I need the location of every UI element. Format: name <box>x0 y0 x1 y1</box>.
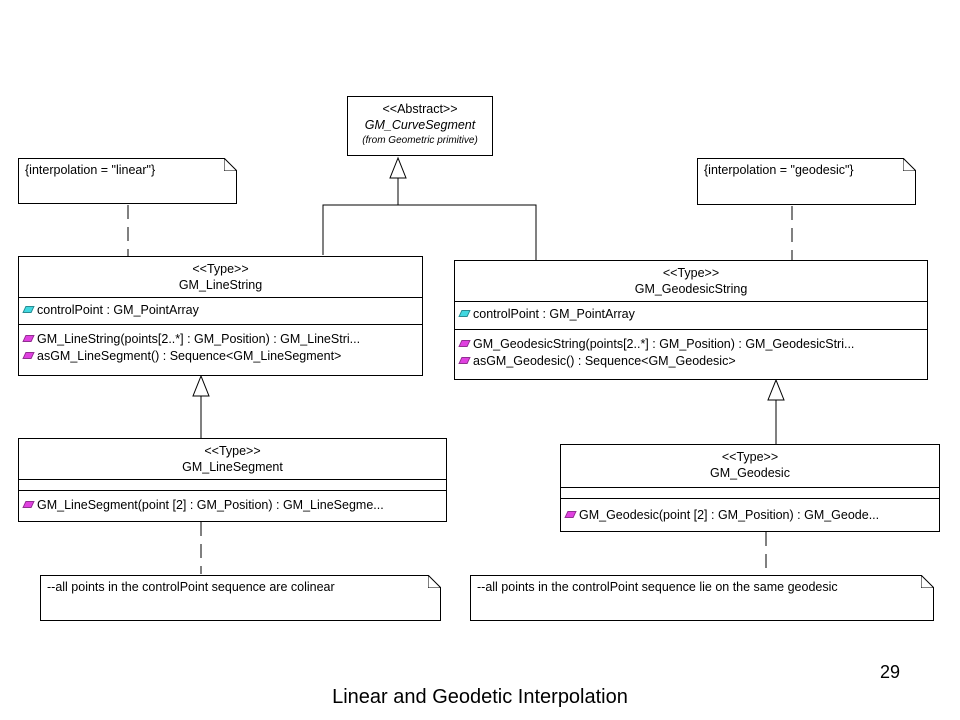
generalization-arrow-geodesicstring <box>767 378 785 401</box>
operation-constructor: GM_Geodesic(point [2] : GM_Position) : G… <box>561 507 939 524</box>
stereotype-label: <<Type>> <box>204 444 261 458</box>
note-same-geodesic: --all points in the controlPoint sequenc… <box>470 575 934 621</box>
operation-constructor: GM_GeodesicString(points[2..*] : GM_Posi… <box>455 336 927 353</box>
attribute-controlpoint: controlPoint : GM_PointArray <box>455 306 927 323</box>
class-name: GM_GeodesicString <box>634 282 748 296</box>
stereotype-label: <<Abstract>> <box>382 102 458 116</box>
slide-title: Linear and Geodetic Interpolation <box>332 686 628 708</box>
operation-icon <box>22 352 35 359</box>
note-text: --all points in the controlPoint sequenc… <box>477 580 838 594</box>
operation-icon <box>458 357 471 364</box>
note-colinear: --all points in the controlPoint sequenc… <box>40 575 441 621</box>
generalization-arrow-curvesegment <box>389 156 407 179</box>
note-fold-icon <box>428 575 441 588</box>
operation-constructor: GM_LineString(points[2..*] : GM_Position… <box>19 331 422 348</box>
package-label: (from Geometric primitive) <box>362 135 478 146</box>
class-name: GM_Geodesic <box>710 466 790 480</box>
operation-icon <box>22 501 35 508</box>
class-name: GM_LineString <box>178 278 263 292</box>
attribute-icon <box>458 310 471 317</box>
attribute-icon <box>22 306 35 313</box>
page-number: 29 <box>880 662 901 682</box>
class-gm-linesegment[interactable]: <<Type>> GM_LineSegment GM_LineSegment(p… <box>18 438 447 522</box>
operation-constructor: GM_LineSegment(point [2] : GM_Position) … <box>19 497 446 514</box>
generalization-line-linestring <box>322 204 537 260</box>
attribute-controlpoint: controlPoint : GM_PointArray <box>19 302 422 319</box>
operation-icon <box>564 511 577 518</box>
class-gm-geodesicstring[interactable]: <<Type>> GM_GeodesicString controlPoint … <box>454 260 928 380</box>
note-text: --all points in the controlPoint sequenc… <box>47 580 335 594</box>
stereotype-label: <<Type>> <box>192 262 249 276</box>
note-text: {interpolation = "geodesic"} <box>704 163 854 177</box>
operation-as-linesegment: asGM_LineSegment() : Sequence<GM_LineSeg… <box>19 348 422 365</box>
operation-icon <box>458 340 471 347</box>
class-gm-linestring[interactable]: <<Type>> GM_LineString controlPoint : GM… <box>18 256 423 376</box>
operation-icon <box>22 335 35 342</box>
class-name: GM_LineSegment <box>182 460 283 474</box>
note-fold-icon <box>224 158 237 171</box>
stereotype-label: <<Type>> <box>662 266 720 280</box>
note-text: {interpolation = "linear"} <box>25 163 156 177</box>
generalization-arrow-linestring <box>192 374 210 397</box>
stereotype-label: <<Type>> <box>721 450 779 464</box>
class-name: GM_CurveSegment <box>364 118 476 132</box>
class-gm-curvesegment[interactable]: <<Abstract>> GM_CurveSegment (from Geome… <box>347 96 493 156</box>
note-interpolation-geodesic: {interpolation = "geodesic"} <box>697 158 916 205</box>
operation-as-geodesic: asGM_Geodesic() : Sequence<GM_Geodesic> <box>455 353 927 370</box>
note-fold-icon <box>903 158 916 171</box>
note-interpolation-linear: {interpolation = "linear"} <box>18 158 237 204</box>
class-gm-geodesic[interactable]: <<Type>> GM_Geodesic GM_Geodesic(point [… <box>560 444 940 532</box>
note-fold-icon <box>921 575 934 588</box>
